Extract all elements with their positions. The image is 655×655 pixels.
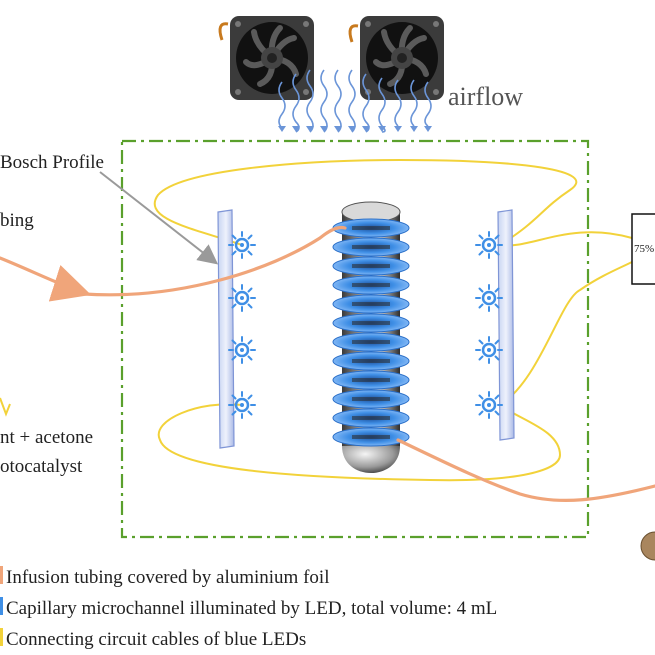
led-cable [154, 158, 633, 482]
legend-swatch-yellow [0, 628, 3, 646]
legend-text-cables: Connecting circuit cables of blue LEDs [6, 629, 307, 650]
bosch-pointer-arrow [99, 171, 219, 265]
reactant-label-2: otocatalyst [0, 456, 83, 477]
legend-text-capillary: Capillary microchannel illuminated by LE… [6, 598, 498, 619]
enclosure-border [120, 139, 590, 539]
capillary-coil-inner [352, 226, 390, 439]
airflow-arrowheads [278, 126, 432, 132]
yellow-marker [0, 397, 11, 417]
led-icon [227, 230, 257, 260]
airflow-label: airflow [448, 82, 524, 111]
infusion-tube [0, 225, 655, 502]
fan-icon [218, 16, 314, 100]
led-plate-left [217, 209, 235, 449]
led-plate-right [497, 209, 515, 441]
led-icon [474, 335, 504, 365]
legend-swatch-blue [0, 597, 3, 615]
legend-text-infusion: Infusion tubing covered by aluminium foi… [6, 567, 330, 588]
led-icon [227, 335, 257, 365]
power-supply-label: 75% [634, 243, 655, 255]
led-icon [227, 390, 257, 420]
legend-swatch-orange [0, 566, 3, 584]
edge-circle [640, 531, 655, 561]
led-icon [474, 283, 504, 313]
reactant-label-1: nt + acetone [0, 427, 94, 448]
airflow-arrow-icon [278, 69, 432, 133]
led-icon [474, 230, 504, 260]
power-box-icon [631, 213, 655, 285]
bosch-profile-label: Bosch Profile [0, 152, 104, 173]
tubing-label: bing [0, 210, 34, 231]
fan-icon [348, 16, 444, 100]
led-icon [474, 390, 504, 420]
led-icon [227, 283, 257, 313]
